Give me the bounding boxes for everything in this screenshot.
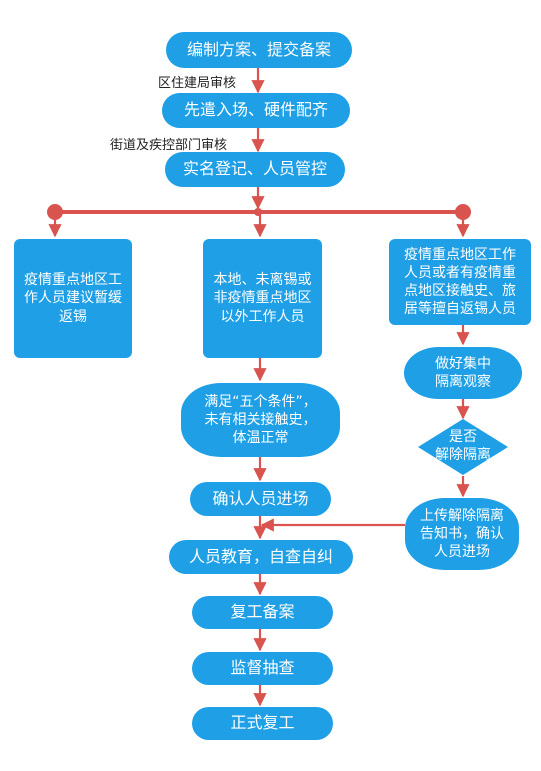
step-realname-registration: 实名登记、人员管控 xyxy=(165,152,345,187)
decision-diamond xyxy=(418,419,508,475)
step-advance-entry: 先遣入场、硬件配齐 xyxy=(162,93,350,128)
edge-label-district-review: 区住建局审核 xyxy=(158,76,237,91)
branch-dot-middle xyxy=(254,208,262,216)
step-resume-filing: 复工备案 xyxy=(192,596,333,629)
edge-label-street-review: 街道及疾控部门审核 xyxy=(110,138,228,153)
step-five-conditions: 满足“五个条件”， 未有相关接触史， 体温正常 xyxy=(181,383,340,457)
decision-release-quarantine: 是否 解除隔离 xyxy=(435,429,491,464)
branch-middle-local-staff: 本地、未离锡或 非疫情重点地区 以外工作人员 xyxy=(203,239,322,358)
step-upload-release-notice: 上传解除隔离 告知书，确认 人员进场 xyxy=(405,498,519,570)
branch-dot-right xyxy=(455,204,471,220)
step-compile-plan: 编制方案、提交备案 xyxy=(166,32,352,68)
step-staff-education: 人员教育，自查自纠 xyxy=(169,540,353,574)
branch-right-unauthorized-return: 疫情重点地区工作 人员或者有疫情重 点地区接触史、旅 居等擅自返锡人员 xyxy=(389,239,531,325)
step-confirm-entry: 确认人员进场 xyxy=(190,482,331,516)
step-centralized-quarantine: 做好集中 隔离观察 xyxy=(404,347,522,399)
step-supervision-check: 监督抽查 xyxy=(192,652,333,685)
branch-dot-left xyxy=(47,204,63,220)
step-official-resume: 正式复工 xyxy=(192,707,333,740)
branch-left-key-area-staff: 疫情重点地区工 作人员建议暂缓 返锡 xyxy=(14,239,132,358)
